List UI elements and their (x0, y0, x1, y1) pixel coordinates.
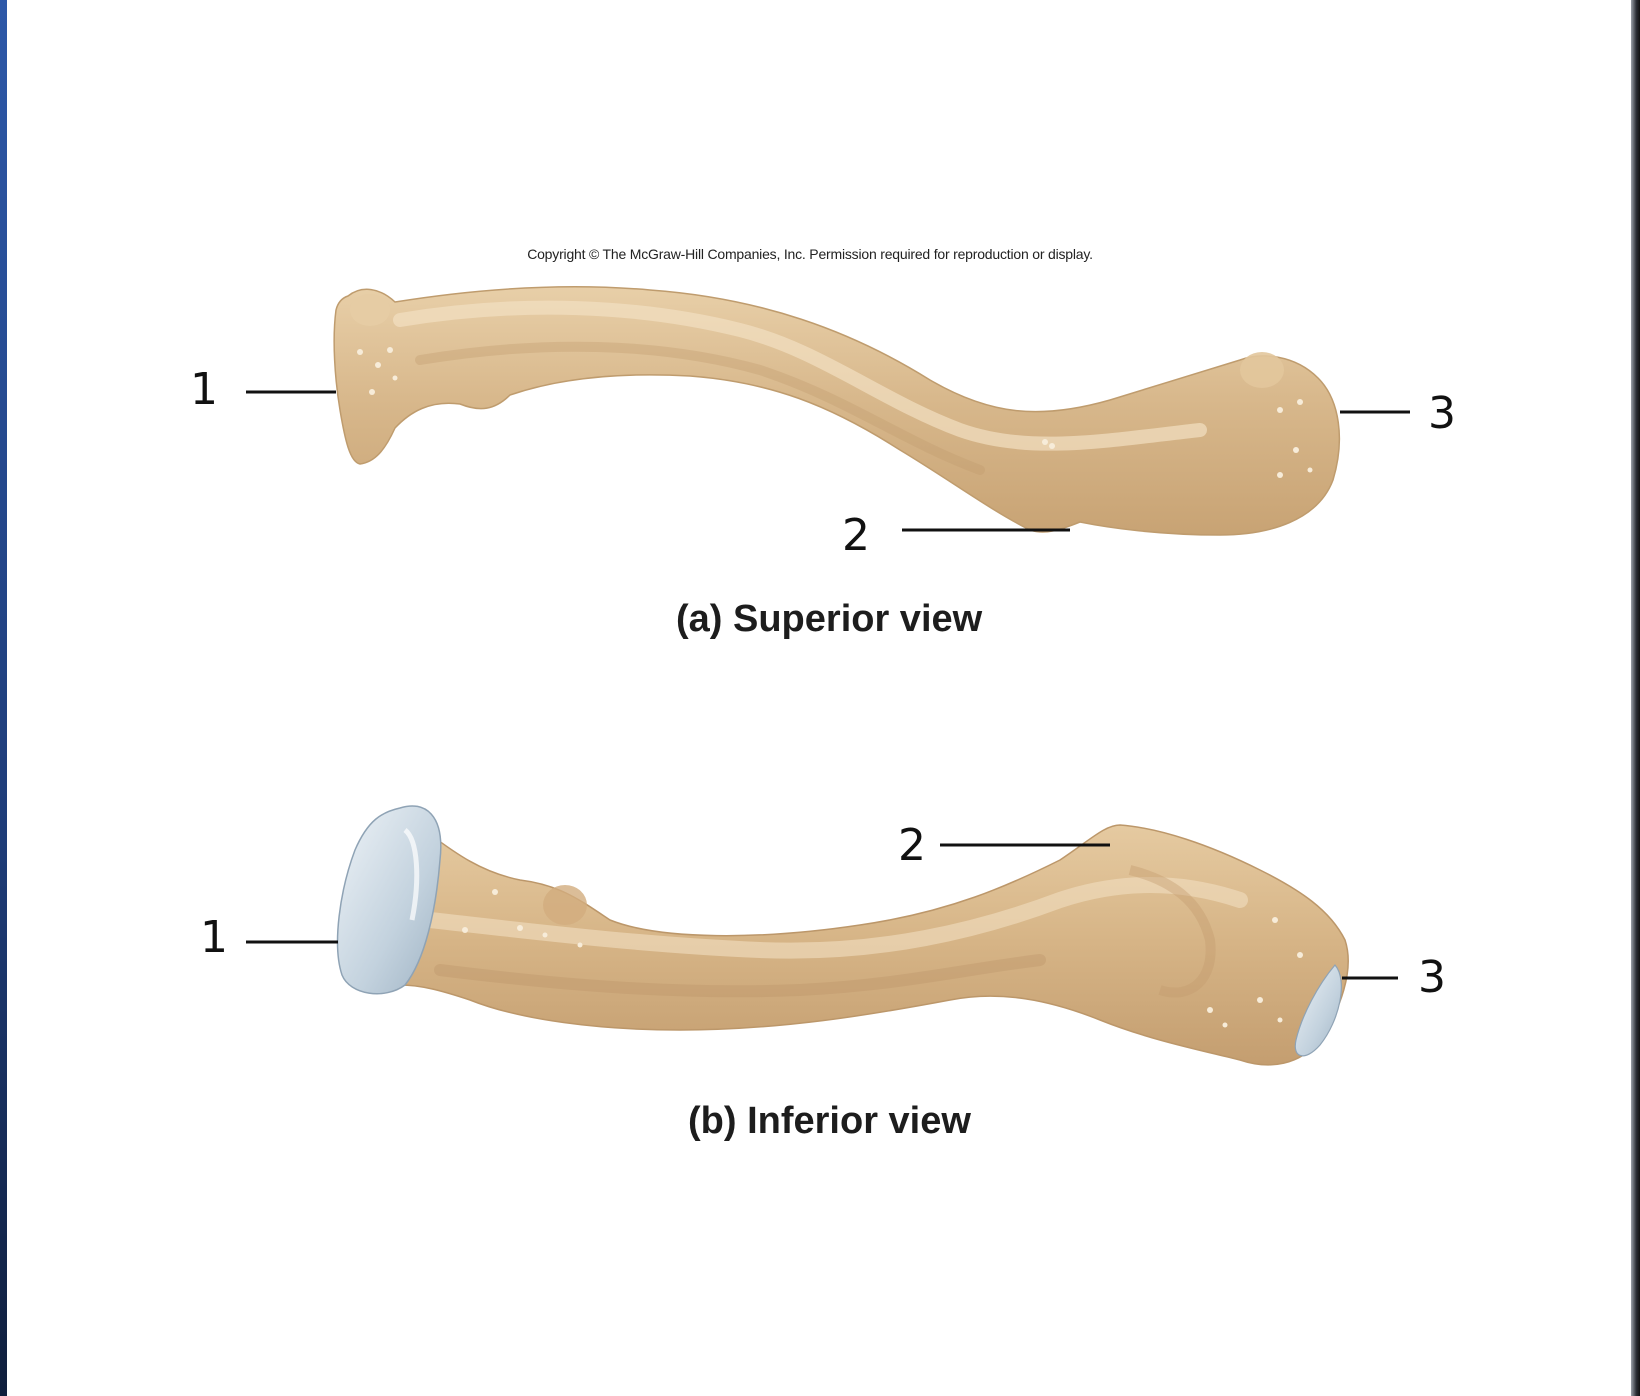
foramina-dots (357, 347, 1313, 478)
label-3-inferior: 3 (1418, 952, 1446, 1003)
label-2-inferior: 2 (898, 820, 926, 871)
caption-superior-view: (a) Superior view (676, 598, 983, 640)
clavicle-inferior-view (336, 805, 1349, 1066)
foramina-dots-inferior (462, 889, 1303, 1028)
left-window-edge (0, 0, 7, 1396)
copyright-notice: Copyright © The McGraw-Hill Companies, I… (0, 246, 1640, 262)
copyright-text: Copyright © The McGraw-Hill Companies, I… (527, 246, 1093, 262)
label-1-superior: 1 (190, 364, 218, 415)
caption-inferior-view: (b) Inferior view (688, 1100, 971, 1142)
right-window-edge (1631, 0, 1640, 1396)
clavicle-superior-view (333, 286, 1341, 536)
label-1-inferior: 1 (200, 912, 228, 963)
label-2-superior: 2 (842, 510, 870, 561)
acromial-facet-cartilage (1294, 964, 1342, 1057)
label-3-superior: 3 (1428, 388, 1456, 439)
